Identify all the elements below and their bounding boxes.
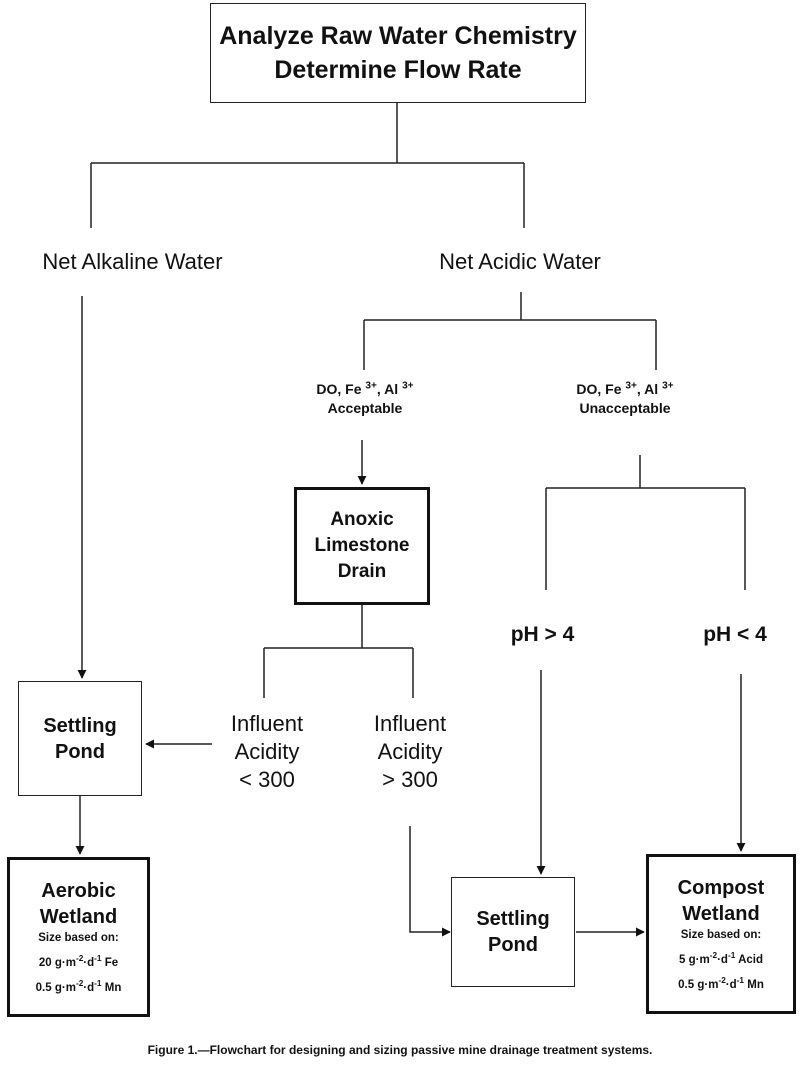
aerobic-line2: Wetland: [39, 905, 118, 928]
analyze-title: Analyze Raw Water Chemistry: [219, 22, 577, 50]
net-alkaline-label: Net Alkaline Water: [42, 249, 223, 274]
influent-low-line2: Acidity: [234, 739, 300, 764]
do-acceptable-label: DO, Fe 3+, Al 3+ Acceptable: [290, 380, 440, 418]
compost-line2: Wetland: [682, 902, 760, 925]
influent-high-line3: > 300: [382, 767, 438, 792]
aerobic-rate-fe: 20 g·m-2·d-1 Fe: [38, 953, 119, 969]
compost-size-label: Size based on:: [680, 928, 762, 941]
settling-pond-mid-box: Settling Pond: [451, 877, 575, 987]
net-acidic-label: Net Acidic Water: [439, 249, 601, 274]
compost-wetland-box: Compost Wetland Size based on: 5 g·m-2·d…: [646, 854, 796, 1014]
settling-left-line2: Pond: [55, 740, 105, 763]
aerobic-line1: Aerobic: [41, 879, 116, 902]
high-acidity-arrow: [409, 826, 451, 937]
influent-low-line1: Influent: [230, 711, 304, 736]
influent-low-label: Influent Acidity < 300: [212, 710, 322, 794]
anoxic-line2: Limestone: [314, 535, 410, 556]
top-branch-line: [90, 103, 525, 228]
anoxic-line3: Drain: [337, 561, 387, 582]
do-unacceptable-label: DO, Fe 3+, Al 3+ Unacceptable: [550, 380, 700, 418]
unacceptable-status: Unacceptable: [579, 400, 671, 416]
influent-high-line2: Acidity: [377, 739, 443, 764]
acceptable-status: Acceptable: [327, 400, 403, 416]
influent-high-label: Influent Acidity > 300: [355, 710, 465, 794]
anoxic-line1: Anoxic: [330, 509, 394, 530]
aerobic-rate-mn: 0.5 g·m-2·d-1 Mn: [35, 978, 122, 994]
settling-pond-left-box: Settling Pond: [18, 681, 142, 796]
analyze-water-box: Analyze Raw Water Chemistry Determine Fl…: [210, 3, 586, 103]
figure-caption: Figure 1.—Flowchart for designing and si…: [147, 1043, 653, 1057]
compost-line1: Compost: [677, 876, 765, 899]
aerobic-wetland-box: Aerobic Wetland Size based on: 20 g·m-2·…: [7, 857, 150, 1017]
anoxic-branch-line: [263, 605, 414, 698]
compost-rate-acid: 5 g·m-2·d-1 Acid: [679, 950, 763, 966]
determine-flow-title: Determine Flow Rate: [274, 56, 522, 84]
ph-gt4-label: pH > 4: [510, 623, 575, 646]
influent-high-line1: Influent: [373, 711, 447, 736]
unacceptable-branch-line: [545, 455, 746, 590]
acidic-branch-line: [363, 292, 657, 370]
settling-mid-line1: Settling: [476, 908, 550, 930]
ph-lt4-label: pH < 4: [703, 623, 767, 646]
aerobic-size-label: Size based on:: [38, 931, 119, 944]
anoxic-limestone-drain-box: Anoxic Limestone Drain: [294, 487, 430, 605]
compost-rate-mn: 0.5 g·m-2·d-1 Mn: [678, 975, 764, 991]
settling-left-line1: Settling: [43, 714, 117, 737]
influent-low-line3: < 300: [239, 767, 295, 792]
settling-mid-line2: Pond: [488, 934, 538, 956]
